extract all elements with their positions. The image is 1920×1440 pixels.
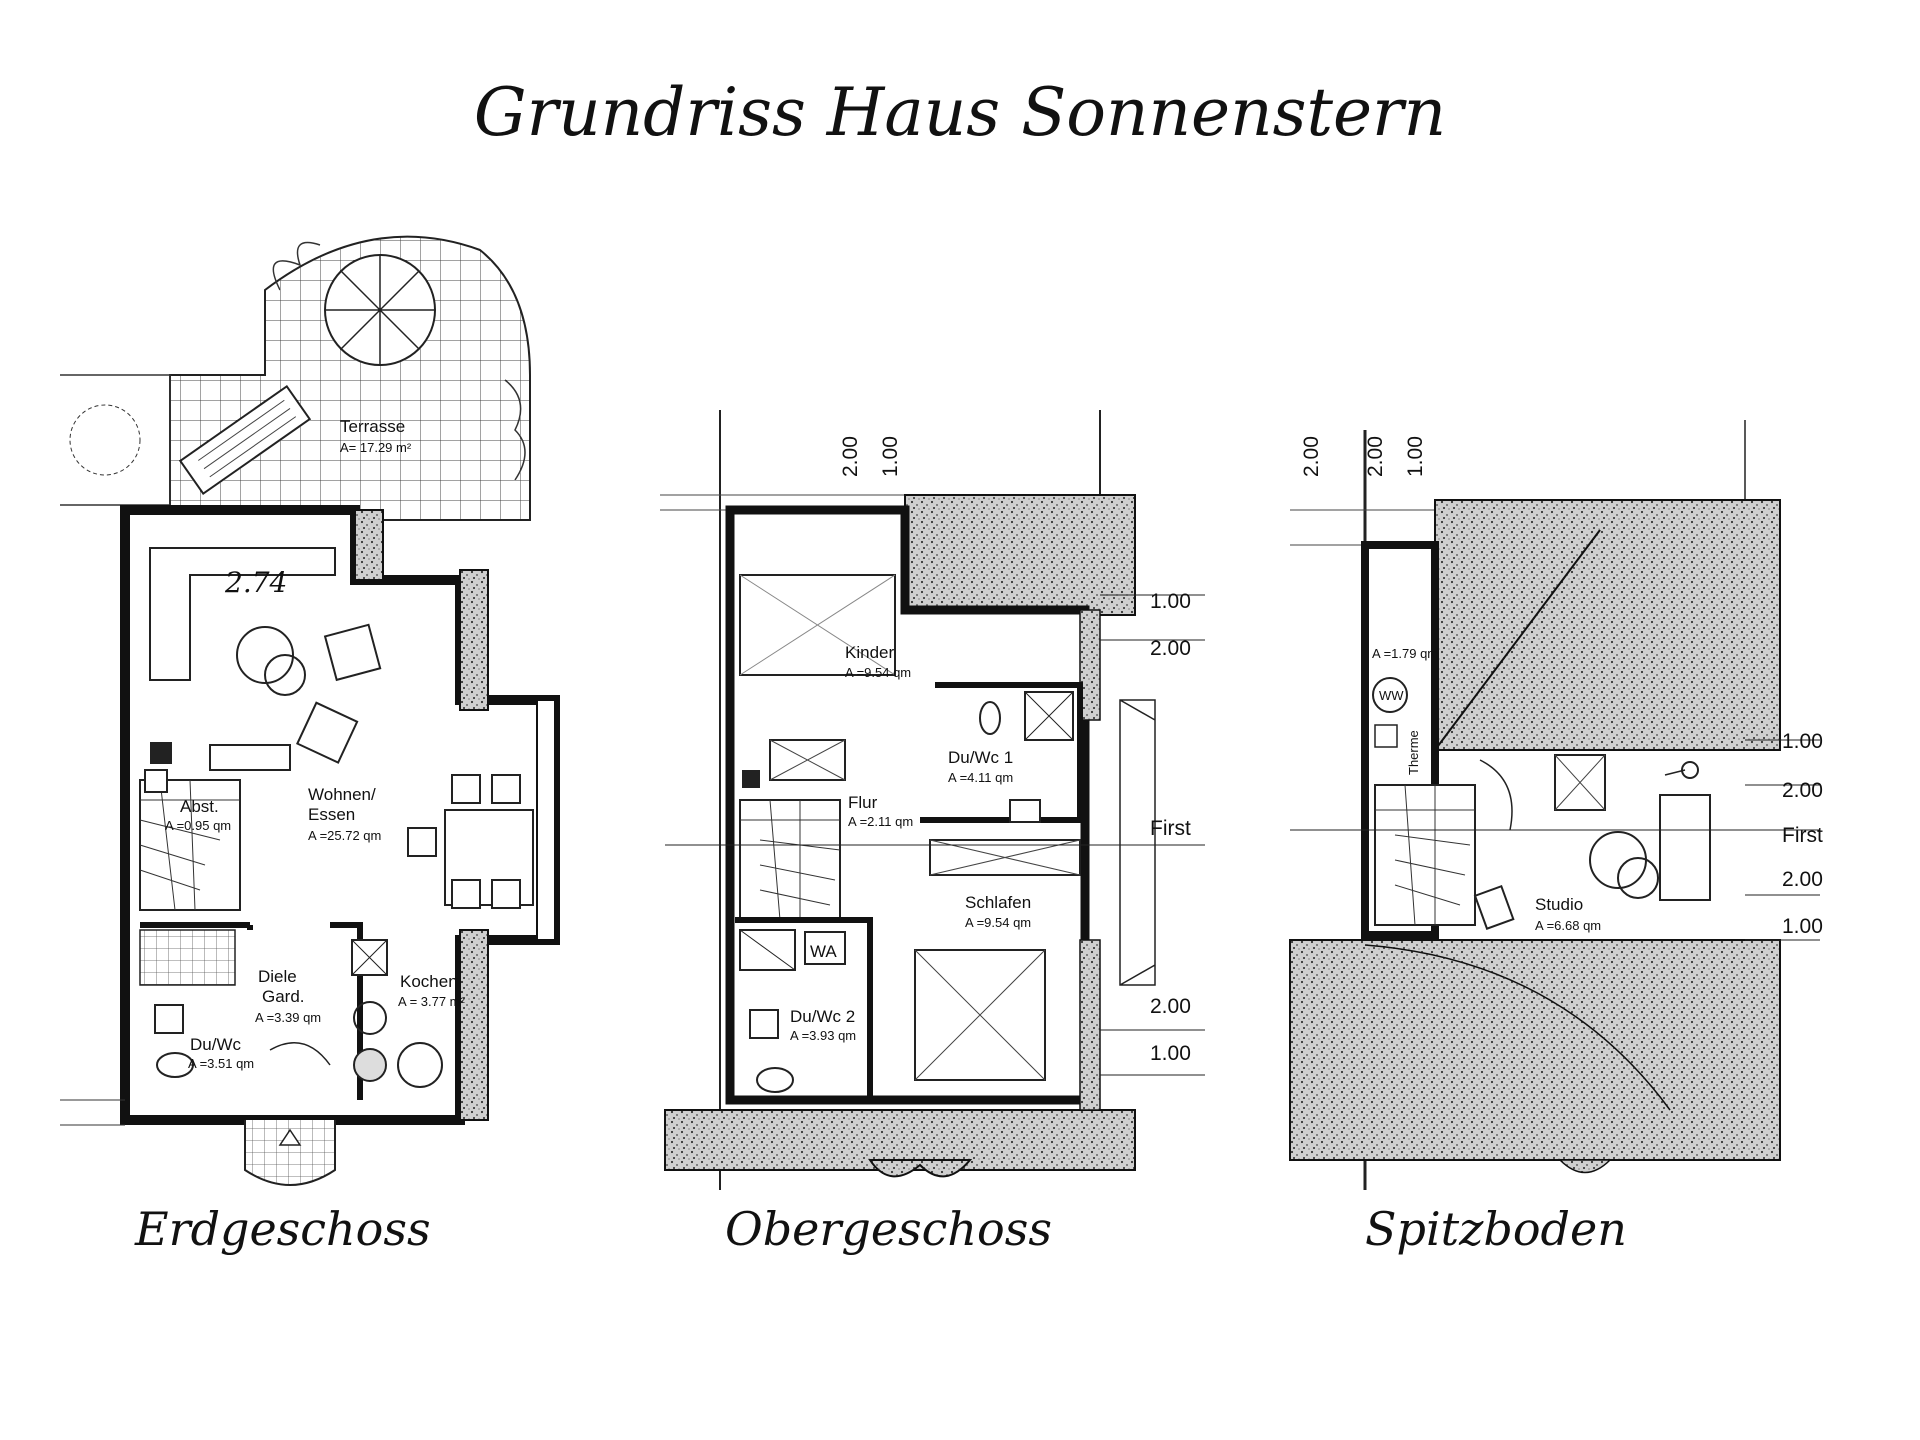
studio-area: A =6.68 qm <box>1535 918 1601 933</box>
sb-dim-right-5: 1.00 <box>1782 915 1823 938</box>
therme-label: Therme <box>1406 730 1421 775</box>
kochen-area: A = 3.77 m² <box>398 994 466 1009</box>
schlafen-area: A =9.54 qm <box>965 915 1031 930</box>
kinder-area: A =9.54 qm <box>845 665 911 680</box>
og-dim-right-5: 1.00 <box>1150 1042 1191 1065</box>
abst-label: Abst. <box>180 797 219 816</box>
spitzboden-caption: Spitzboden <box>1365 1202 1627 1256</box>
duwc2-area: A =3.93 qm <box>790 1028 856 1043</box>
spitzboden-plan: A =1.79 qm WW Therme Studio A =6.68 qm <box>1289 420 1820 1190</box>
terrace <box>60 235 531 521</box>
studio-label: Studio <box>1535 895 1583 914</box>
erdgeschoss-plan: Terrasse A= 17.29 m² 2.74 Abst. A =0.95 … <box>60 235 560 1186</box>
wohnen-area: A =25.72 qm <box>308 828 381 843</box>
obergeschoss-stairs <box>739 799 841 921</box>
og-dim-right-1: 1.00 <box>1150 590 1191 613</box>
sheet-title: Grundriss Haus Sonnenstern <box>474 74 1446 151</box>
duwc1-label: Du/Wc 1 <box>948 748 1013 767</box>
diele-area: A =3.39 qm <box>255 1010 321 1025</box>
sb-dim-right-2: 2.00 <box>1782 779 1823 802</box>
schlafen-label: Schlafen <box>965 893 1031 912</box>
sb-dim-top-2: 2.00 <box>1364 436 1387 477</box>
og-dim-right-2: 2.00 <box>1150 637 1191 660</box>
therme-area: A =1.79 qm <box>1372 646 1438 661</box>
flur-label: Flur <box>848 793 878 812</box>
wa-label: WA <box>810 942 837 961</box>
sb-dim-right-4: 2.00 <box>1782 868 1823 891</box>
sb-dim-top-1: 2.00 <box>1300 436 1323 477</box>
room-height-mark: 2.74 <box>224 566 287 599</box>
sb-dim-top-3: 1.00 <box>1404 436 1427 477</box>
og-dim-top-1: 2.00 <box>839 436 862 477</box>
duwc-eg-area: A =3.51 qm <box>188 1056 254 1071</box>
sb-dim-right-3: First <box>1782 824 1823 847</box>
obergeschoss-caption: Obergeschoss <box>725 1202 1052 1256</box>
ww-label: WW <box>1379 688 1404 703</box>
og-dim-right-3: First <box>1150 817 1191 840</box>
terrace-area: A= 17.29 m² <box>340 440 412 455</box>
terrace-label: Terrasse <box>340 417 405 436</box>
obergeschoss-plan: Kinder A =9.54 qm Du/Wc 1 A =4.11 qm Flu… <box>660 410 1205 1190</box>
diele-label-2: Gard. <box>262 987 305 1006</box>
erdgeschoss-caption: Erdgeschoss <box>134 1202 431 1256</box>
diele-label-1: Diele <box>258 967 297 986</box>
wohnen-label-2: Essen <box>308 805 355 824</box>
duwc-eg-label: Du/Wc <box>190 1035 242 1054</box>
duwc1-area: A =4.11 qm <box>948 770 1013 785</box>
kochen-label: Kochen <box>400 972 458 991</box>
kinder-label: Kinder <box>845 643 894 662</box>
sb-dim-right-1: 1.00 <box>1782 730 1823 753</box>
abst-area: A =0.95 qm <box>165 818 231 833</box>
erdgeschoss-stairs <box>139 779 241 911</box>
og-dim-top-2: 1.00 <box>879 436 902 477</box>
wohnen-label-1: Wohnen/ <box>308 785 376 804</box>
duwc2-label: Du/Wc 2 <box>790 1007 855 1026</box>
og-dim-right-4: 2.00 <box>1150 995 1191 1018</box>
spitzboden-stairs <box>1374 784 1476 926</box>
flur-area: A =2.11 qm <box>848 814 913 829</box>
